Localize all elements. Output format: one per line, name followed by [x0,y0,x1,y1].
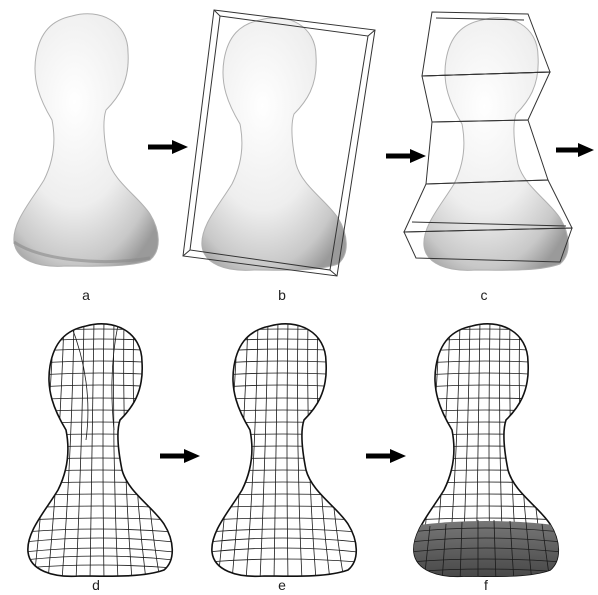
mesh-outline [212,324,356,577]
panel-f [410,320,562,582]
panel-label-b: b [278,287,286,303]
mesh-outline [28,324,172,577]
panel-label-e: e [278,577,286,593]
panel-a [14,14,158,267]
panel-d [24,320,174,580]
arrow-right-icon [366,449,406,463]
arrow-right-icon [160,449,200,463]
panel-e [208,320,358,580]
bone-surface [424,18,568,271]
bone-surface [14,14,158,267]
panel-c [404,12,572,270]
panel-label-a: a [82,287,90,303]
panel-label-c: c [481,287,488,303]
bone-surface [202,18,346,271]
panel-label-f: f [484,577,488,593]
arrow-right-icon [386,149,426,163]
arrow-right-icon [148,140,188,154]
panel-b [183,10,375,276]
arrow-right-icon [556,143,594,157]
panel-label-d: d [92,577,100,593]
